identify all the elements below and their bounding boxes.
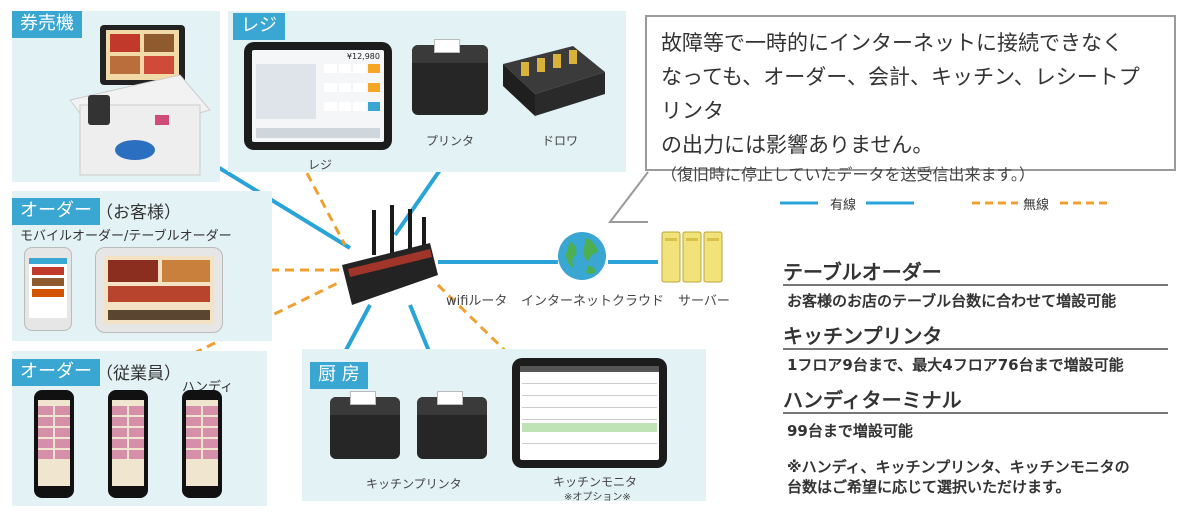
info-title-kitchen-printer: キッチンプリンタ (783, 324, 943, 348)
order-customer-tag: オーダー (12, 198, 100, 225)
order-customer-paren: （お客様） (96, 203, 181, 223)
handy-terminal-1 (34, 390, 74, 498)
server-label: サーバー (678, 294, 730, 309)
kitchen-printer-1 (330, 391, 400, 459)
kitchen-printer-2 (417, 391, 487, 459)
wired-line-register (393, 168, 442, 237)
table-order-tablet (95, 247, 223, 333)
kitchen-tag: 厨 房 (310, 362, 368, 389)
cloud-globe-icon (558, 232, 606, 280)
handy-terminal-3 (182, 390, 222, 498)
register-total: ¥12,980 (346, 52, 380, 61)
info-divider-3 (783, 412, 1168, 414)
cash-drawer-image (503, 46, 605, 116)
drawer-label: ドロワ (542, 134, 579, 148)
ticket-machine-tag: 券売機 (12, 11, 82, 38)
info-desc-table-order: お客様のお店のテーブル台数に合わせて増設可能 (787, 292, 1117, 310)
handy-terminal-2 (108, 390, 148, 498)
wifi-router-image (342, 205, 438, 305)
legend-wired-label: 有線 (830, 198, 857, 213)
footnote-line-2: 台数はご希望に応じて選択いただけます。 (787, 478, 1071, 496)
info-title-table-order: テーブルオーダー (783, 260, 942, 284)
kitchen-printer-label: キッチンプリンタ (366, 477, 462, 491)
kitchen-monitor (512, 358, 667, 468)
register-label: レジ (308, 158, 333, 172)
register-printer (412, 39, 488, 115)
note-line-2: なっても、オーダー、会計、キッチン、レシートプリンタ (661, 65, 1140, 123)
order-staff-paren: （従業員） (96, 364, 181, 384)
order-staff-tag: オーダー (12, 359, 100, 386)
wifi-router-label: wifiルータ (446, 294, 508, 309)
mobile-phone (24, 247, 72, 331)
legend-wireless-line (972, 201, 1108, 205)
wireless-line-register (298, 159, 347, 246)
ticket-machine-image (69, 25, 211, 176)
note-line-3: の出力には影響ありません。 (661, 133, 934, 157)
order-customer-sub: モバイルオーダー/テーブルオーダー (20, 229, 232, 244)
callout-pointer (607, 171, 649, 223)
register-tablet: ¥12,980 (244, 42, 392, 150)
legend-wired-line (780, 201, 914, 205)
note-line-1: 故障等で一時的にインターネットに接続できなく (661, 31, 1123, 55)
cloud-label: インターネットクラウド (521, 294, 665, 309)
resilience-note: 故障等で一時的にインターネットに接続できなく なっても、オーダー、会計、キッチン… (645, 15, 1176, 184)
kitchen-monitor-label: キッチンモニタ (553, 475, 638, 489)
legend-wireless-label: 無線 (1023, 198, 1050, 213)
info-desc-handy: 99台まで増設可能 (787, 422, 913, 440)
note-small: （復旧時に停止していたデータを送受信出来ます。） (661, 165, 1035, 184)
info-divider-2 (783, 348, 1168, 350)
info-divider-1 (783, 284, 1168, 286)
server-icon (661, 231, 723, 283)
kitchen-monitor-option: ※オプション※ (564, 492, 631, 503)
wireless-line-monitor (436, 283, 527, 372)
register-printer-label: プリンタ (426, 134, 475, 148)
register-tag: レジ (233, 13, 285, 40)
footnote-line-1: ※ハンディ、キッチンプリンタ、キッチンモニタの (787, 458, 1130, 476)
info-title-handy: ハンディターミナル (783, 388, 962, 412)
info-desc-kitchen-printer: 1フロア9台まで、最大4フロア76台まで増設可能 (787, 356, 1124, 374)
